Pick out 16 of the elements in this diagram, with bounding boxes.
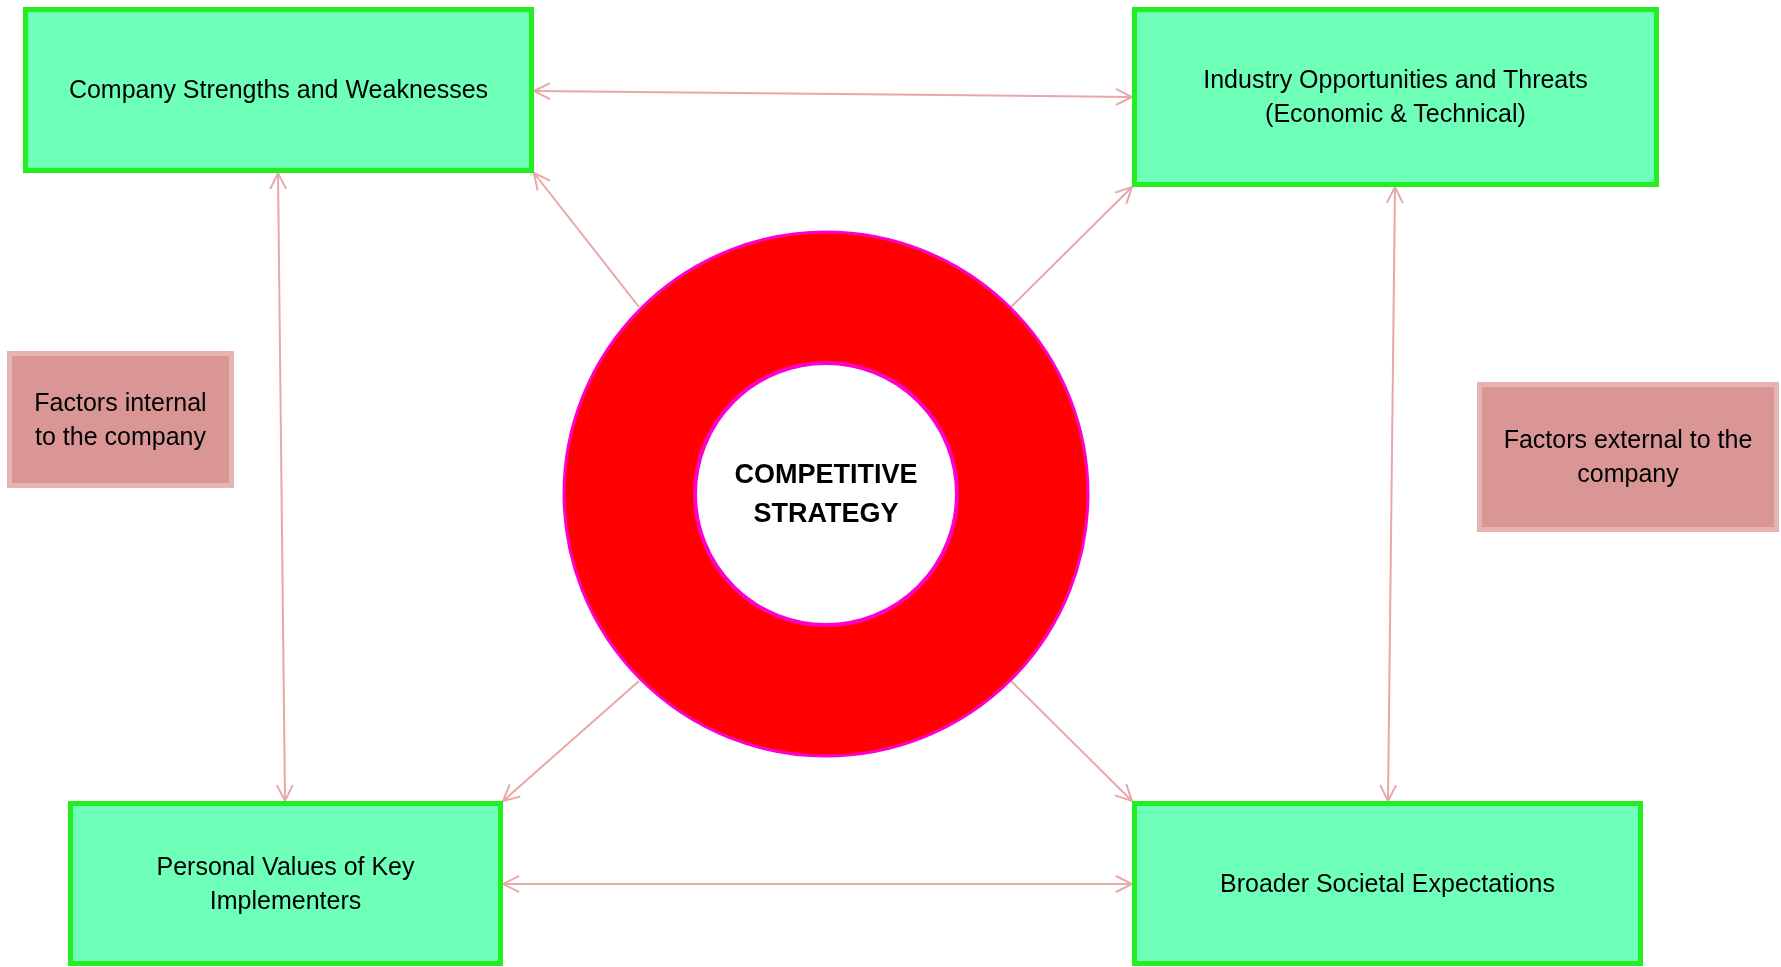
donut-ring [562, 230, 1090, 758]
arrow [502, 875, 1133, 893]
arrow [1010, 186, 1133, 308]
arrow [269, 172, 294, 802]
factor-box: Industry Opportunities and Threats (Economic & Technical) [1132, 7, 1659, 187]
arrow [533, 82, 1133, 106]
arrow [533, 172, 640, 308]
strategy-label: COMPETITIVE STRATEGY [733, 457, 919, 530]
factor-box: Broader Societal Expectations [1132, 801, 1643, 966]
arrow [1379, 186, 1404, 802]
note-box: Factors internal to the company [7, 351, 234, 488]
arrow [502, 680, 640, 802]
factor-box: Company Strengths and Weaknesses [23, 7, 534, 173]
factor-box: Personal Values of Key Implementers [68, 801, 503, 966]
arrow [1010, 680, 1133, 802]
note-box: Factors external to the company [1477, 382, 1779, 532]
